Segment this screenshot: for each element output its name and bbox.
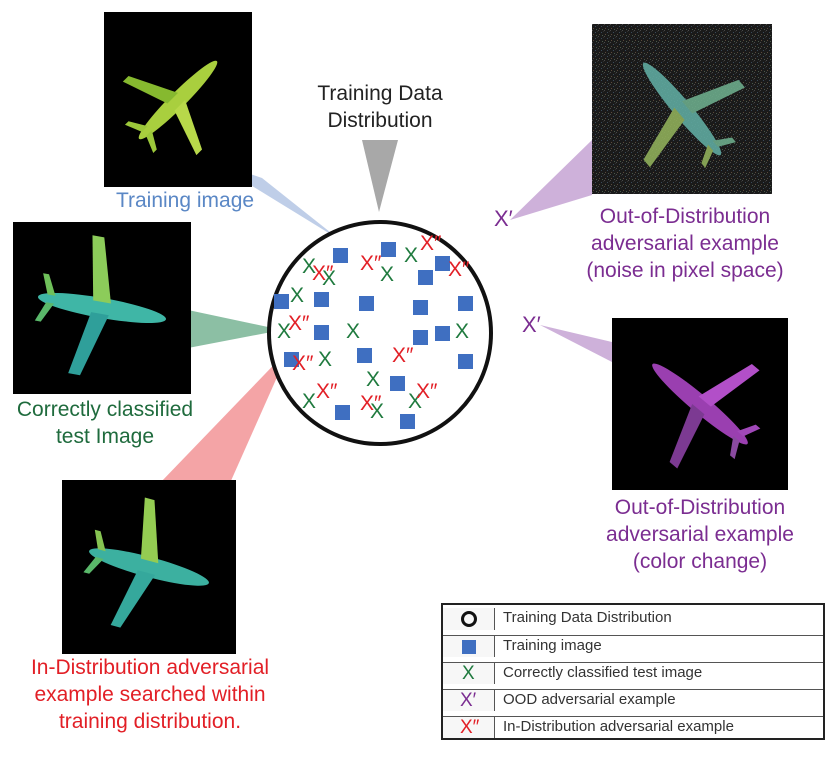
legend-row-correct: X Correctly classified test image (443, 662, 823, 684)
in-dist-line2: example searched within (34, 683, 266, 706)
legend-symbol-x: X (443, 663, 495, 684)
training-square (400, 414, 415, 429)
legend-symbol-x-prime: X′ (443, 690, 495, 711)
green-x-mark: X (277, 320, 292, 343)
red-x-double-mark: X″ (420, 232, 442, 255)
legend-row-distribution: Training Data Distribution (443, 608, 823, 630)
green-x-mark: X (302, 255, 317, 278)
legend-symbol-square (443, 636, 495, 657)
training-square (458, 354, 473, 369)
legend-label-ood: OOD adversarial example (503, 691, 676, 708)
training-image-label: Training image (95, 187, 275, 214)
training-square (357, 348, 372, 363)
green-x-mark: X (408, 390, 423, 413)
training-square (435, 326, 450, 341)
red-x-double-mark: X″ (448, 258, 470, 281)
ood-noise-plane-image (592, 24, 772, 194)
training-square (284, 352, 299, 367)
ood-color-label: Out-of-Distribution adversarial example … (575, 494, 825, 575)
training-square (335, 405, 350, 420)
in-dist-label: In-Distribution adversarial example sear… (0, 654, 300, 735)
in-dist-plane-image (62, 480, 236, 654)
callout-correct-test (188, 310, 282, 348)
training-image-text: Training image (115, 189, 255, 212)
training-square (274, 294, 289, 309)
in-dist-line1: In-Distribution adversarial (30, 656, 270, 679)
training-square (435, 256, 450, 271)
training-square (413, 300, 428, 315)
correct-test-plane-image (13, 222, 191, 394)
legend-row-ood: X′ OOD adversarial example (443, 689, 823, 711)
correct-test-label: Correctly classified test Image (0, 396, 210, 450)
red-x-double-mark: X″ (360, 392, 382, 415)
callout-ood-color (540, 325, 612, 362)
ood-noise-line2: adversarial example (591, 232, 779, 255)
legend-label-training: Training image (503, 637, 602, 654)
green-x-mark: X (290, 284, 305, 307)
distribution-title-line2: Distribution (327, 109, 433, 132)
distribution-title-line1: Training Data (317, 82, 443, 105)
ood-color-plane-image (612, 318, 788, 490)
correct-test-line2: test Image (55, 425, 155, 448)
legend-row-training: Training image (443, 635, 823, 657)
legend-label-distribution: Training Data Distribution (503, 609, 672, 626)
red-x-double-mark: X″ (292, 352, 314, 375)
green-x-mark: X (318, 348, 333, 371)
training-square (418, 270, 433, 285)
distribution-circle (267, 220, 493, 446)
green-x-mark: X (366, 368, 381, 391)
training-square (413, 330, 428, 345)
callout-ood-noise (510, 140, 592, 220)
training-square (458, 296, 473, 311)
in-dist-line3: training distribution. (58, 710, 242, 733)
red-x-double-mark: X″ (316, 380, 338, 403)
green-x-mark: X (322, 267, 337, 290)
ood-noise-line3: (noise in pixel space) (586, 259, 784, 282)
ood-color-line2: adversarial example (606, 523, 794, 546)
distribution-title: Training Data Distribution (300, 80, 460, 134)
red-x-double-mark: X″ (312, 262, 334, 285)
callout-in-dist (160, 348, 290, 483)
red-x-double-mark: X″ (416, 380, 438, 403)
ood-color-line3: (color change) (632, 550, 768, 573)
purple-x-prime-mark: X′ (494, 206, 513, 231)
red-x-double-mark: X″ (360, 252, 382, 275)
training-plane-image (104, 12, 252, 187)
legend-label-correct: Correctly classified test image (503, 664, 703, 681)
training-square (314, 292, 329, 307)
correct-test-line1: Correctly classified (16, 398, 194, 421)
red-x-double-mark: X″ (392, 344, 414, 367)
green-x-mark: X (346, 320, 361, 343)
training-square (314, 325, 329, 340)
callout-distribution (362, 140, 398, 212)
training-square (381, 242, 396, 257)
ood-noise-label: Out-of-Distribution adversarial example … (560, 203, 810, 284)
training-square (359, 296, 374, 311)
legend-symbol-circle (443, 608, 495, 630)
training-square (333, 248, 348, 263)
ood-color-line1: Out-of-Distribution (614, 496, 786, 519)
ood-noise-line1: Out-of-Distribution (599, 205, 771, 228)
legend-x-double-glyph: X″ (460, 717, 480, 738)
green-x-mark: X (370, 400, 385, 423)
training-squares (274, 242, 473, 429)
green-x-mark: X (380, 263, 395, 286)
legend: Training Data Distribution Training imag… (441, 603, 825, 740)
green-x-mark: X (404, 244, 419, 267)
purple-x-prime-mark: X′ (522, 312, 541, 337)
legend-label-in-dist: In-Distribution adversarial example (503, 718, 734, 735)
green-x-mark: X (302, 390, 317, 413)
green-x-mark: X (455, 320, 470, 343)
red-x-double-mark: X″ (288, 312, 310, 335)
legend-row-in-dist: X″ In-Distribution adversarial example (443, 716, 823, 738)
training-square (390, 376, 405, 391)
legend-symbol-x-double: X″ (443, 717, 495, 738)
legend-x-prime-glyph: X′ (460, 690, 477, 711)
legend-x-glyph: X (462, 663, 475, 684)
